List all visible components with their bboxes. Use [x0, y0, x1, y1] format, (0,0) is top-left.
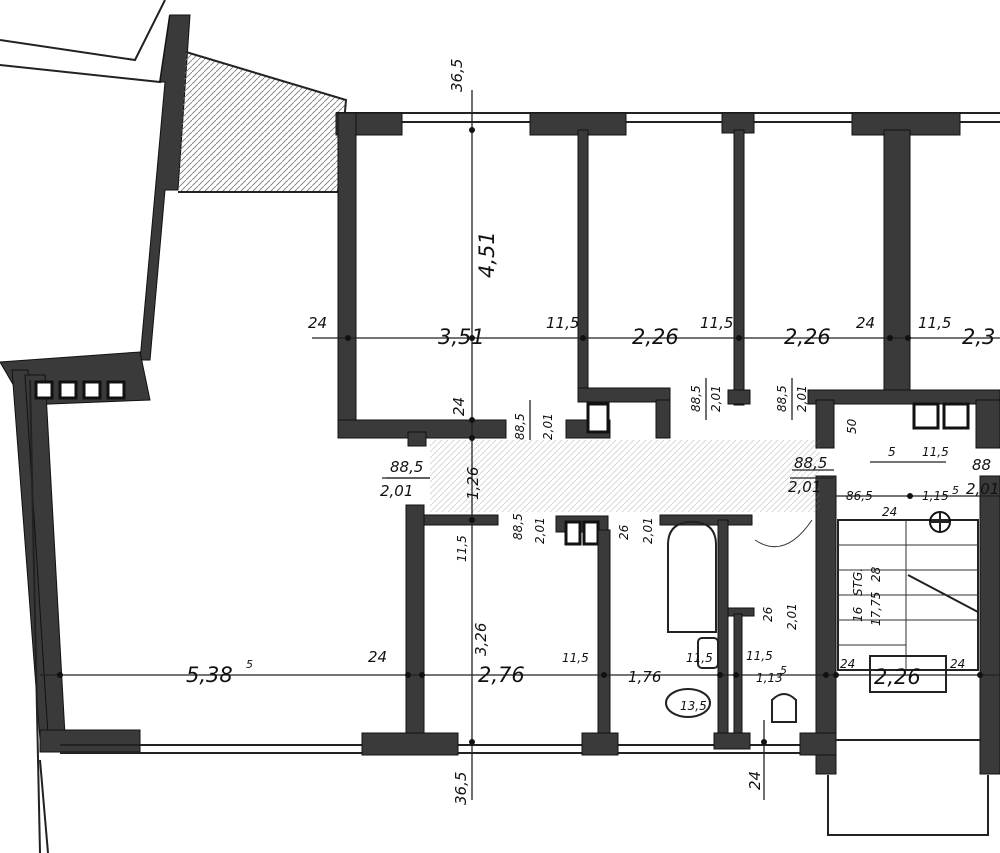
dim-36-5-bottom: 36,5	[452, 772, 470, 805]
dim-5-38: 5,38	[186, 663, 233, 687]
dimension-lines	[40, 90, 1000, 800]
dim-1-15-sup: 5	[952, 484, 959, 497]
dim-4-51: 4,51	[475, 231, 499, 278]
dim-11-5-d: 11,5	[922, 445, 949, 459]
dim-2-01-bath: 2,01	[641, 517, 655, 544]
dim-5: 5	[888, 445, 896, 459]
upper-room-walls	[337, 112, 1000, 449]
dim-2-01-c: 2,01	[795, 385, 809, 412]
dim-1-76: 1,76	[628, 668, 661, 686]
left-building-outline	[0, 0, 191, 853]
dim-2-01-r1: 2,01	[788, 478, 821, 496]
exterior-top-wall	[335, 112, 1000, 136]
dim-13-5: 13,5	[680, 699, 707, 713]
dim-2-3x: 2,3	[962, 325, 995, 349]
dim-3-26: 3,26	[472, 623, 490, 656]
dim-24-st-l: 24	[840, 657, 855, 671]
corridor	[430, 440, 820, 512]
dim-1-15: 1,15	[922, 489, 949, 503]
dim-1-26: 1,26	[464, 467, 482, 500]
dim-2-01-a: 2,01	[541, 413, 555, 440]
dim-11-5-c: 11,5	[918, 314, 951, 332]
dim-88-5-mid: 88,5	[511, 513, 525, 540]
dim-24-left: 24	[308, 314, 327, 332]
dim-2-01-r: 2,01	[966, 480, 999, 498]
dim-36-5-top: 36,5	[448, 59, 466, 92]
dim-88-5-a: 88,5	[513, 413, 527, 440]
dim-26-b: 26	[761, 606, 775, 622]
dim-88-5-c: 88,5	[775, 385, 789, 412]
dim-2-26-st: 2,26	[874, 665, 921, 689]
dim-24-bottom: 24	[746, 771, 764, 790]
dim-24-st-r: 24	[950, 657, 965, 671]
dim-2-01-left: 2,01	[380, 482, 413, 500]
stair-28: 28	[869, 566, 883, 582]
exterior-bottom-wall	[60, 732, 989, 836]
dim-26-a: 26	[617, 524, 631, 540]
dimension-labels: 36,5 4,51 24 3,51 11,5 2,26 11,5 2,26 24…	[186, 59, 999, 805]
dim-5-38-sup: 5	[246, 658, 253, 671]
dim-1-13-sup: 5	[780, 664, 787, 677]
dim-2-76: 2,76	[478, 663, 525, 687]
dim-88-r: 88	[972, 456, 991, 474]
chimney-flues	[34, 380, 126, 400]
dim-88-5-left: 88,5	[390, 458, 423, 476]
stair-17-75: 17,75	[869, 592, 883, 626]
bathroom-fixtures	[665, 519, 813, 723]
dim-24-low: 24	[368, 648, 387, 666]
dim-3-51: 3,51	[438, 325, 485, 349]
dim-11-5-e: 11,5	[686, 651, 713, 665]
dim-86-5: 86,5	[846, 489, 873, 503]
balcony	[178, 51, 348, 193]
dim-11-5-v: 11,5	[455, 535, 469, 562]
dim-1-13: 1,13	[756, 671, 783, 685]
dim-24-hall: 24	[450, 397, 468, 416]
stair-16-num: 16	[851, 606, 865, 622]
dim-2-26-b: 2,26	[784, 325, 831, 349]
dim-11-5-f: 11,5	[746, 649, 773, 663]
dim-2-01-mid: 2,01	[533, 517, 547, 544]
stair-stg: STG.	[851, 568, 865, 596]
lower-room-walls	[405, 475, 1000, 775]
dim-88-5-r1: 88,5	[794, 454, 827, 472]
dim-2-01-b: 2,01	[709, 385, 723, 412]
dim-2-26-a: 2,26	[632, 325, 679, 349]
dim-11-5-low: 11,5	[562, 651, 589, 665]
dim-88-5-b: 88,5	[689, 385, 703, 412]
dim-11-5-a: 11,5	[546, 314, 579, 332]
dim-11-5-b: 11,5	[700, 314, 733, 332]
dim-24-right: 24	[856, 314, 875, 332]
dim-24-stair: 24	[882, 505, 897, 519]
staircase	[837, 511, 979, 693]
dim-50: 50	[845, 418, 859, 434]
dim-2-01-wc: 2,01	[785, 603, 799, 630]
